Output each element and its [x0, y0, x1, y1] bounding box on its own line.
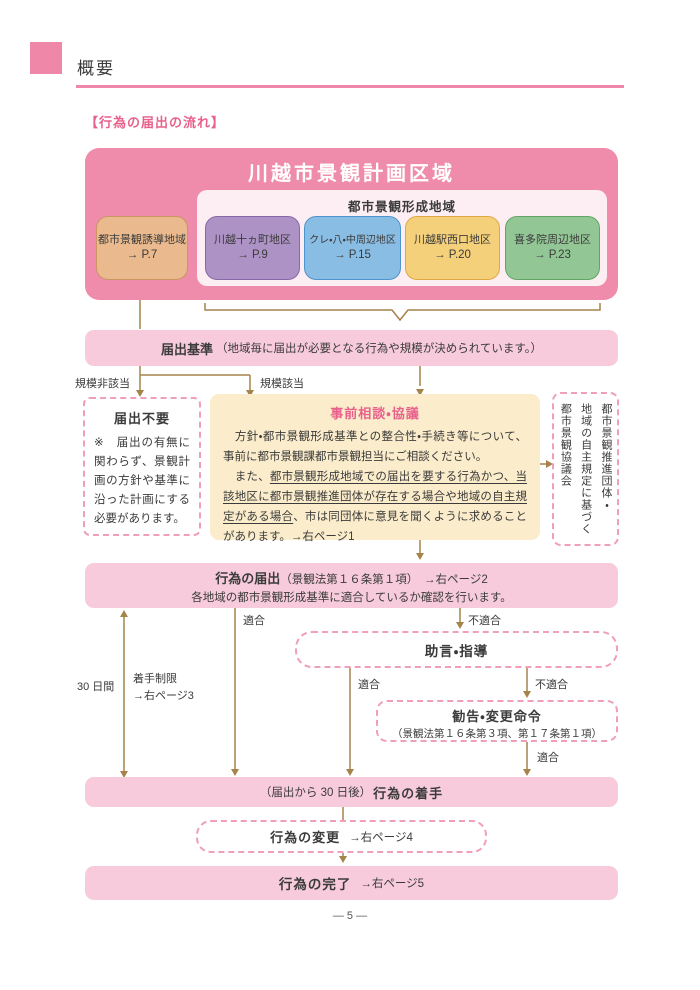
complete-title: 行為の完了 [278, 877, 352, 892]
complete-box: 行為の完了 →右ページ5 [85, 866, 618, 900]
page-title: 概要 [77, 59, 115, 78]
notification-line1: 行為の届出（景観法第１６条第１項） →右ページ2 [85, 568, 618, 587]
district-name: 喜多院周辺地区 [514, 234, 591, 247]
header-accent-square [30, 42, 62, 74]
label-conform-2: 適合 [358, 679, 380, 691]
consultation-p1: 方針・都市景観形成基準との整合性・手続き等について、事前に都市景観課都市景観担当… [223, 431, 527, 463]
recommendation-note: （景観法第１６条第３項、第１７条第１項） [392, 728, 602, 740]
district-station-west: 川越駅西口地区 → P.20 [405, 216, 500, 280]
criteria-box: 届出基準 （地域毎に届出が必要となる行為や規模が決められています。） [85, 330, 618, 366]
district-name: 川越十ヵ町地区 [214, 234, 291, 247]
no-notification-title: 届出不要 [113, 411, 170, 426]
notification-ref: （景観法第１６条第１項） →右ページ2 [280, 574, 488, 586]
page-number: — 5 — [332, 910, 368, 922]
header-divider [76, 85, 624, 88]
start-title: 行為の着手 [373, 785, 444, 801]
consultation-box: 事前相談・協議 方針・都市景観形成基準との整合性・手続き等について、事前に都市景… [210, 394, 540, 543]
label-not-conform-2: 不適合 [535, 679, 568, 691]
label-30days: 30 日間 [77, 681, 115, 693]
consultation-title: 事前相談・協議 [330, 406, 420, 421]
district-name: 川越駅西口地区 [414, 234, 491, 247]
no-notification-box: 届出不要 ※ 届出の有無に関わらず、景観計画の方針や基準に沿った計画にする必要が… [83, 397, 201, 536]
district-page-ref: → P.15 [334, 248, 371, 261]
formation-area-title: 都市景観形成地域 [347, 200, 456, 214]
notification-sub: 各地域の都市景観形成基準に適合しているか確認を行います。 [191, 592, 512, 604]
district-page-ref: → P.9 [237, 249, 268, 262]
criteria-note: （地域毎に届出が必要となる行為や規模が決められています。） [216, 343, 542, 355]
label-scale-applicable: 規模該当 [260, 378, 304, 390]
district-page-ref: → P.20 [434, 249, 471, 262]
council-text: 都市景観推進団体・ 地域の自主規定に基づく 都市景観協議会 [559, 403, 613, 535]
plan-area-title: 川越市景観計画区域 [248, 163, 455, 185]
notification-title: 行為の届出 [215, 571, 281, 586]
recommendation-box: 勧告・変更命令 （景観法第１６条第３項、第１７条第１項） [376, 700, 618, 742]
district-name: クレ・八・中周辺地区 [309, 234, 396, 246]
district-name: 都市景観誘導地域 [98, 234, 186, 247]
consultation-p2-pre: また、 [223, 471, 270, 483]
district-page-ref: → P.23 [534, 249, 571, 262]
district-page-ref: → P.7 [126, 249, 158, 262]
label-conform-1: 適合 [243, 615, 265, 627]
consultation-p2-post: 、市は同団体に意見を聞くように求めることがあります。→右ページ1 [223, 511, 528, 543]
label-not-conform-1: 不適合 [468, 615, 501, 627]
change-ref: →右ページ4 [349, 831, 413, 844]
label-start-restriction: 着手制限 →右ページ3 [133, 673, 194, 703]
advice-title: 助言・指導 [424, 643, 489, 659]
recommendation-title: 勧告・変更命令 [452, 709, 542, 724]
label-conform-3: 適合 [537, 752, 559, 764]
start-box: （届出から 30 日後） 行為の着手 [85, 777, 618, 807]
district-kure-hachi-naka: クレ・八・中周辺地区 → P.15 [304, 216, 401, 280]
district-induction: 都市景観誘導地域 → P.7 [96, 216, 188, 280]
notification-box: 行為の届出（景観法第１６条第１項） →右ページ2 各地域の都市景観形成基準に適合… [85, 563, 618, 608]
section-label: 【行為の届出の流れ】 [85, 115, 226, 130]
no-notification-body: ※ 届出の有無に関わらず、景観計画の方針や基準に沿った計画にする必要があります。 [94, 437, 190, 525]
change-box: 行為の変更 →右ページ4 [196, 820, 487, 853]
consultation-body: 方針・都市景観形成基準との整合性・手続き等について、事前に都市景観課都市景観担当… [223, 427, 527, 547]
criteria-title: 届出基準 [161, 341, 214, 357]
start-prefix: （届出から 30 日後） [259, 787, 372, 799]
district-jikkacho: 川越十ヵ町地区 → P.9 [205, 216, 300, 280]
complete-ref: →右ページ5 [360, 878, 425, 890]
district-kitain: 喜多院周辺地区 → P.23 [505, 216, 600, 280]
council-box: 都市景観推進団体・ 地域の自主規定に基づく 都市景観協議会 [552, 392, 619, 546]
change-title: 行為の変更 [270, 830, 341, 845]
label-scale-not-applicable: 規模非該当 [75, 378, 130, 390]
advice-box: 助言・指導 [295, 631, 618, 668]
consultation-p2-underlined: 都市景観形成地域での届出を要する行為かつ、当該地区に都市景観推進団体が存在する場… [223, 471, 527, 523]
